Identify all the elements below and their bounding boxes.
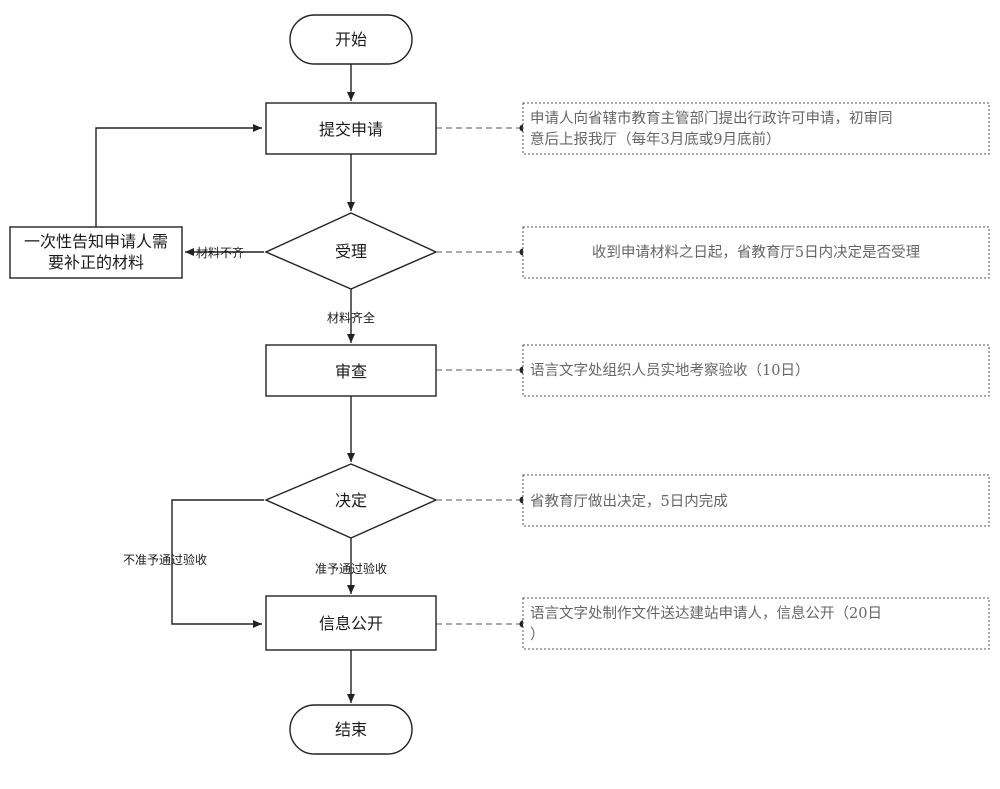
note-box-decide — [522, 474, 990, 527]
notify-box — [9, 226, 183, 279]
end-terminal — [289, 704, 413, 755]
note-box-publish — [522, 597, 990, 650]
accept-diamond — [264, 212, 438, 290]
accept-label: 受理 — [335, 242, 367, 261]
note-accept: 收到申请材料之日起，省教育厅5日内决定是否受理 — [592, 244, 921, 261]
note-review: 语言文字处组织人员实地考察验收（10日） — [530, 361, 809, 379]
connectors — [95, 64, 355, 703]
decide-label: 决定 — [335, 491, 367, 510]
note-box-submit — [522, 102, 990, 155]
end-label: 结束 — [335, 720, 367, 739]
note-decide: 省教育厅做出决定，5日内完成 — [530, 493, 728, 510]
edge-label-incomplete: 材料不齐 — [196, 245, 244, 260]
start-terminal — [289, 14, 413, 65]
review-label: 审查 — [335, 362, 367, 381]
edge-label-approve: 准予通过验收 — [315, 561, 387, 576]
note-box-review — [522, 344, 990, 397]
note-submit-line2: 意后上报我厅（每年3月底或9月底前） — [530, 130, 780, 148]
edge-label-complete: 材料齐全 — [327, 310, 375, 325]
notify-label-line2: 要补正的材料 — [48, 253, 144, 272]
publish-label: 信息公开 — [319, 614, 383, 633]
decide-diamond — [264, 463, 438, 539]
note-box-accept — [522, 226, 990, 279]
edge-label-reject: 不准予通过验收 — [123, 552, 207, 567]
notify-label-line1: 一次性告知申请人需 — [24, 232, 168, 251]
note-publish-line1: 语言文字处制作文件送达建站申请人，信息公开（20日 — [530, 605, 882, 622]
start-label: 开始 — [335, 30, 367, 49]
submit-label: 提交申请 — [319, 120, 383, 139]
note-publish-line2: ） — [530, 626, 545, 643]
note-submit-line1: 申请人向省辖市教育主管部门提出行政许可申请，初审同 — [530, 110, 893, 127]
submit-box — [265, 102, 437, 155]
publish-box — [265, 595, 437, 651]
edge-notify-submit — [95, 124, 262, 227]
edge-decide-publish-reject — [171, 499, 264, 628]
note-connectors — [436, 127, 523, 625]
